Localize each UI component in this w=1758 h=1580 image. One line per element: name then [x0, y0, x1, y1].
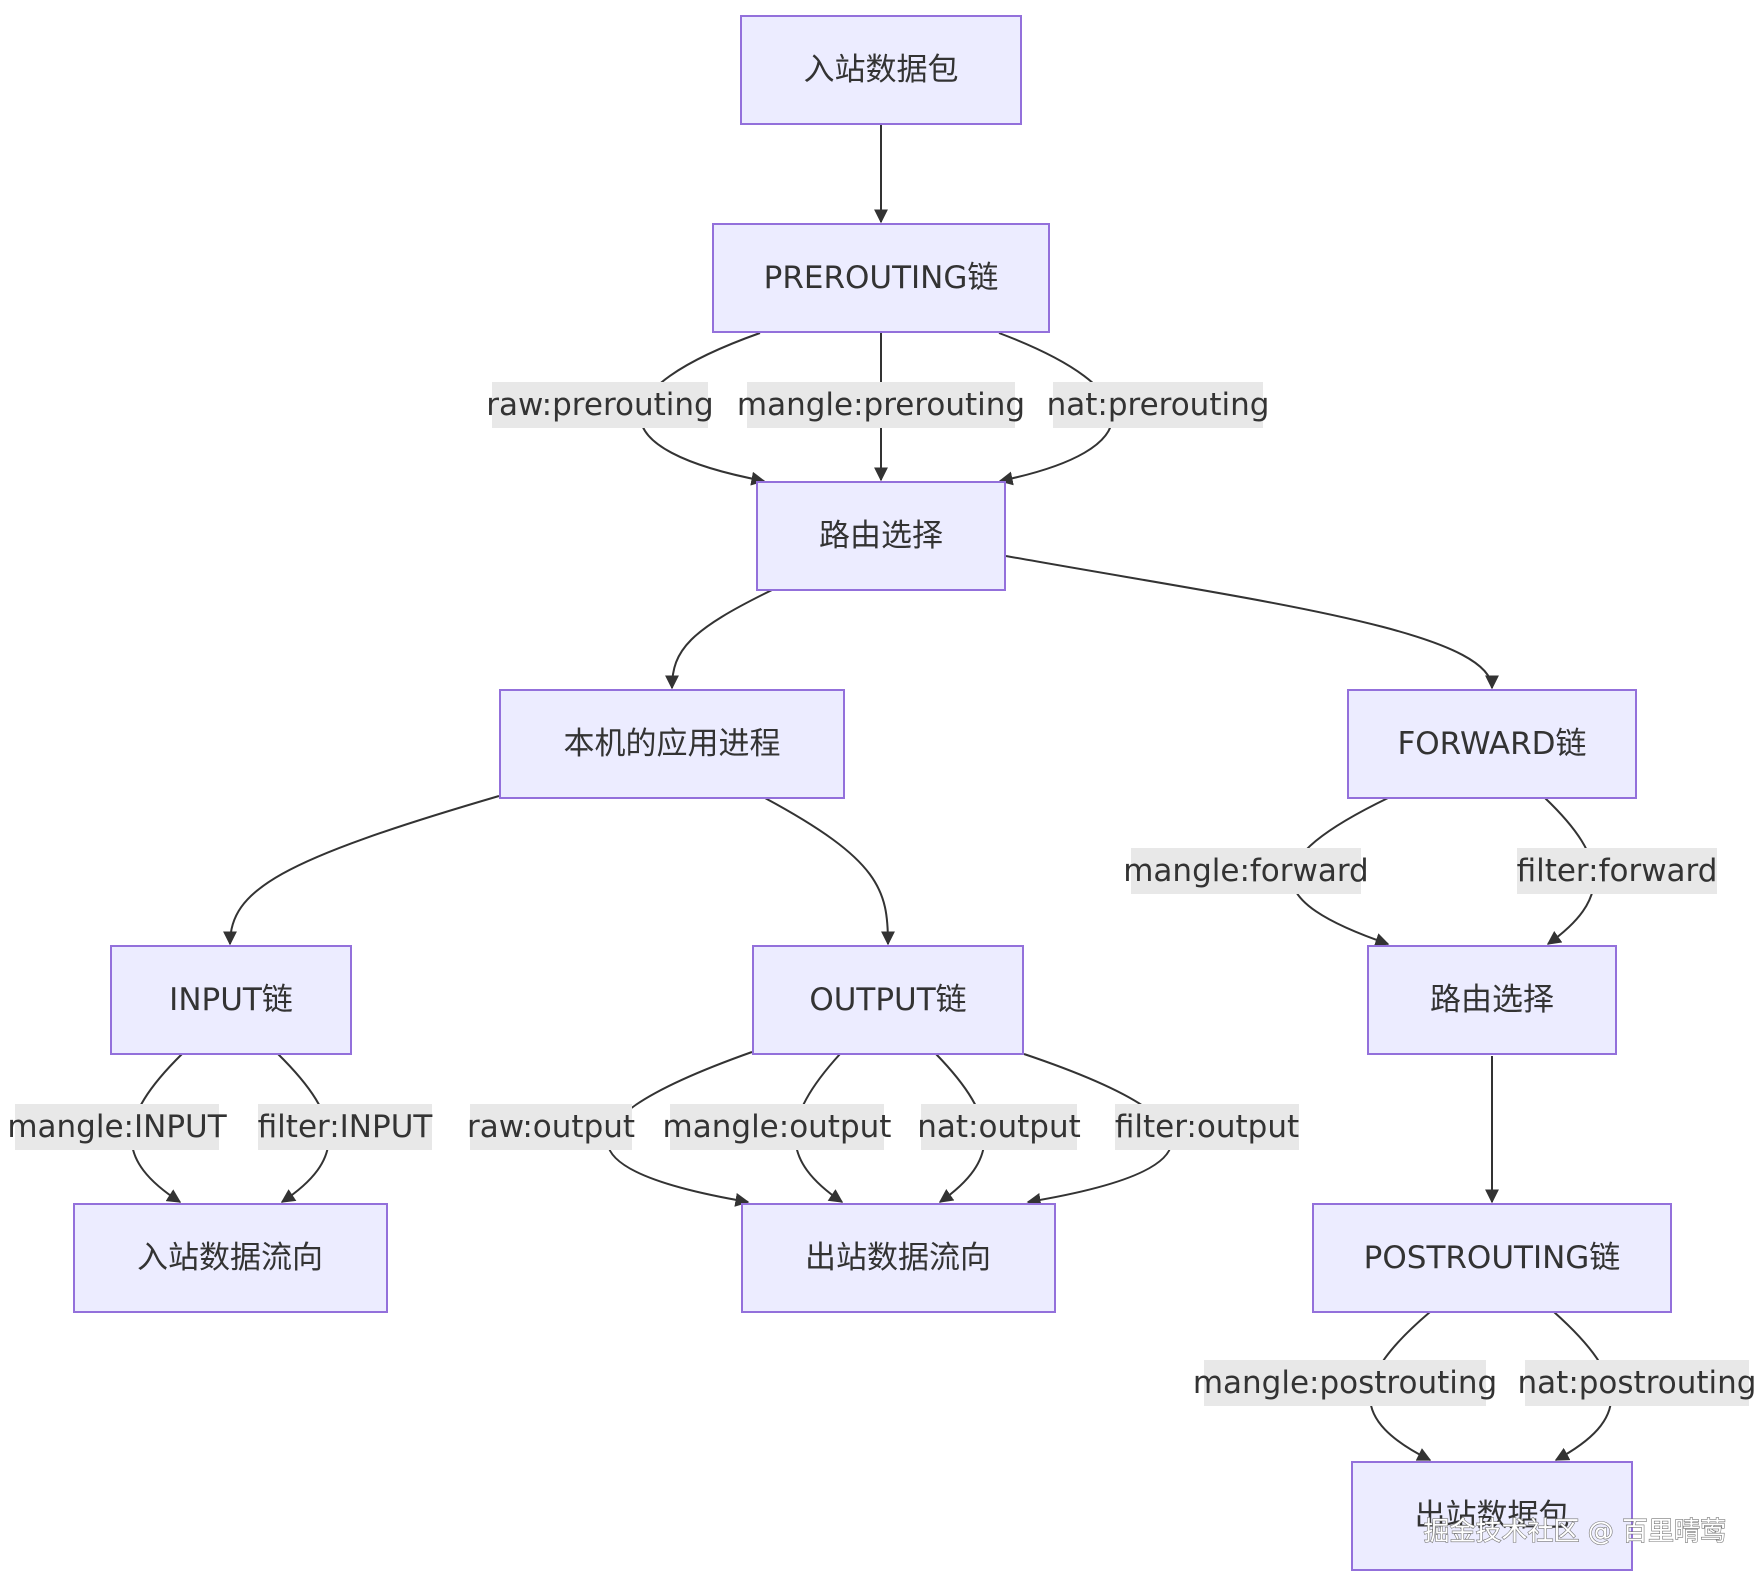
edge-label-filter-output: filter:output — [1115, 1104, 1299, 1150]
svg-text:本机的应用进程: 本机的应用进程 — [564, 726, 781, 762]
node-incoming-packet: 入站数据包 — [740, 15, 1022, 125]
svg-text:raw:output: raw:output — [467, 1109, 635, 1145]
svg-text:raw:prerouting: raw:prerouting — [486, 387, 713, 423]
edge-label-nat-postrouting: nat:postrouting — [1518, 1360, 1757, 1406]
edge-label-nat-output: nat:output — [917, 1104, 1081, 1150]
node-outbound-flow: 出站数据流向 — [741, 1203, 1056, 1313]
svg-text:mangle:INPUT: mangle:INPUT — [7, 1109, 227, 1145]
node-output-chain: OUTPUT链 — [752, 945, 1024, 1055]
svg-text:POSTROUTING链: POSTROUTING链 — [1364, 1240, 1621, 1276]
node-input-chain: INPUT链 — [110, 945, 352, 1055]
node-routing-decision-2: 路由选择 — [1367, 945, 1617, 1055]
svg-text:入站数据流向: 入站数据流向 — [137, 1240, 323, 1276]
edge-label-mangle-input: mangle:INPUT — [7, 1104, 228, 1150]
node-routing-decision-1: 路由选择 — [756, 481, 1006, 591]
svg-text:路由选择: 路由选择 — [1430, 982, 1554, 1018]
edge-routing-to-forward — [1005, 555, 1499, 690]
edge-routing-to-local-process — [665, 589, 773, 690]
edge-label-mangle-prerouting: mangle:prerouting — [737, 382, 1025, 428]
node-local-process: 本机的应用进程 — [499, 689, 845, 799]
svg-text:OUTPUT链: OUTPUT链 — [809, 982, 966, 1018]
svg-text:nat:output: nat:output — [917, 1109, 1081, 1145]
svg-text:nat:postrouting: nat:postrouting — [1518, 1365, 1757, 1401]
svg-text:入站数据包: 入站数据包 — [804, 52, 959, 88]
node-postrouting-chain: POSTROUTING链 — [1312, 1203, 1672, 1313]
svg-text:INPUT链: INPUT链 — [169, 982, 293, 1018]
svg-text:出站数据流向: 出站数据流向 — [805, 1240, 991, 1276]
svg-text:mangle:prerouting: mangle:prerouting — [737, 387, 1025, 423]
edge-label-nat-prerouting: nat:prerouting — [1047, 382, 1270, 428]
svg-text:mangle:postrouting: mangle:postrouting — [1193, 1365, 1497, 1401]
node-outgoing-packet: 出站数据包 — [1351, 1461, 1633, 1571]
node-forward-chain: FORWARD链 — [1347, 689, 1637, 799]
node-prerouting-chain: PREROUTING链 — [712, 223, 1050, 333]
svg-text:出站数据包: 出站数据包 — [1415, 1498, 1570, 1534]
svg-text:PREROUTING链: PREROUTING链 — [764, 260, 999, 296]
svg-text:filter:output: filter:output — [1115, 1109, 1299, 1145]
edge-label-mangle-forward: mangle:forward — [1123, 848, 1369, 894]
svg-text:filter:forward: filter:forward — [1517, 853, 1718, 889]
svg-text:filter:INPUT: filter:INPUT — [258, 1109, 434, 1145]
edge-label-raw-output: raw:output — [467, 1104, 635, 1150]
edge-local-to-input — [223, 795, 500, 946]
svg-text:路由选择: 路由选择 — [819, 518, 943, 554]
watermark-text: 掘金技术社区 @ 百里晴莺 — [1423, 1517, 1726, 1547]
edge-label-mangle-postrouting: mangle:postrouting — [1193, 1360, 1497, 1406]
edge-label-mangle-output: mangle:output — [663, 1104, 892, 1150]
svg-text:FORWARD链: FORWARD链 — [1397, 726, 1586, 762]
svg-text:nat:prerouting: nat:prerouting — [1047, 387, 1270, 423]
svg-text:mangle:output: mangle:output — [663, 1109, 892, 1145]
edge-label-raw-prerouting: raw:prerouting — [486, 382, 714, 428]
node-inbound-flow: 入站数据流向 — [73, 1203, 388, 1313]
edge-label-filter-input: filter:INPUT — [258, 1104, 434, 1150]
svg-text:mangle:forward: mangle:forward — [1123, 853, 1369, 889]
edge-local-to-output — [764, 797, 895, 946]
edge-label-filter-forward: filter:forward — [1517, 848, 1718, 894]
